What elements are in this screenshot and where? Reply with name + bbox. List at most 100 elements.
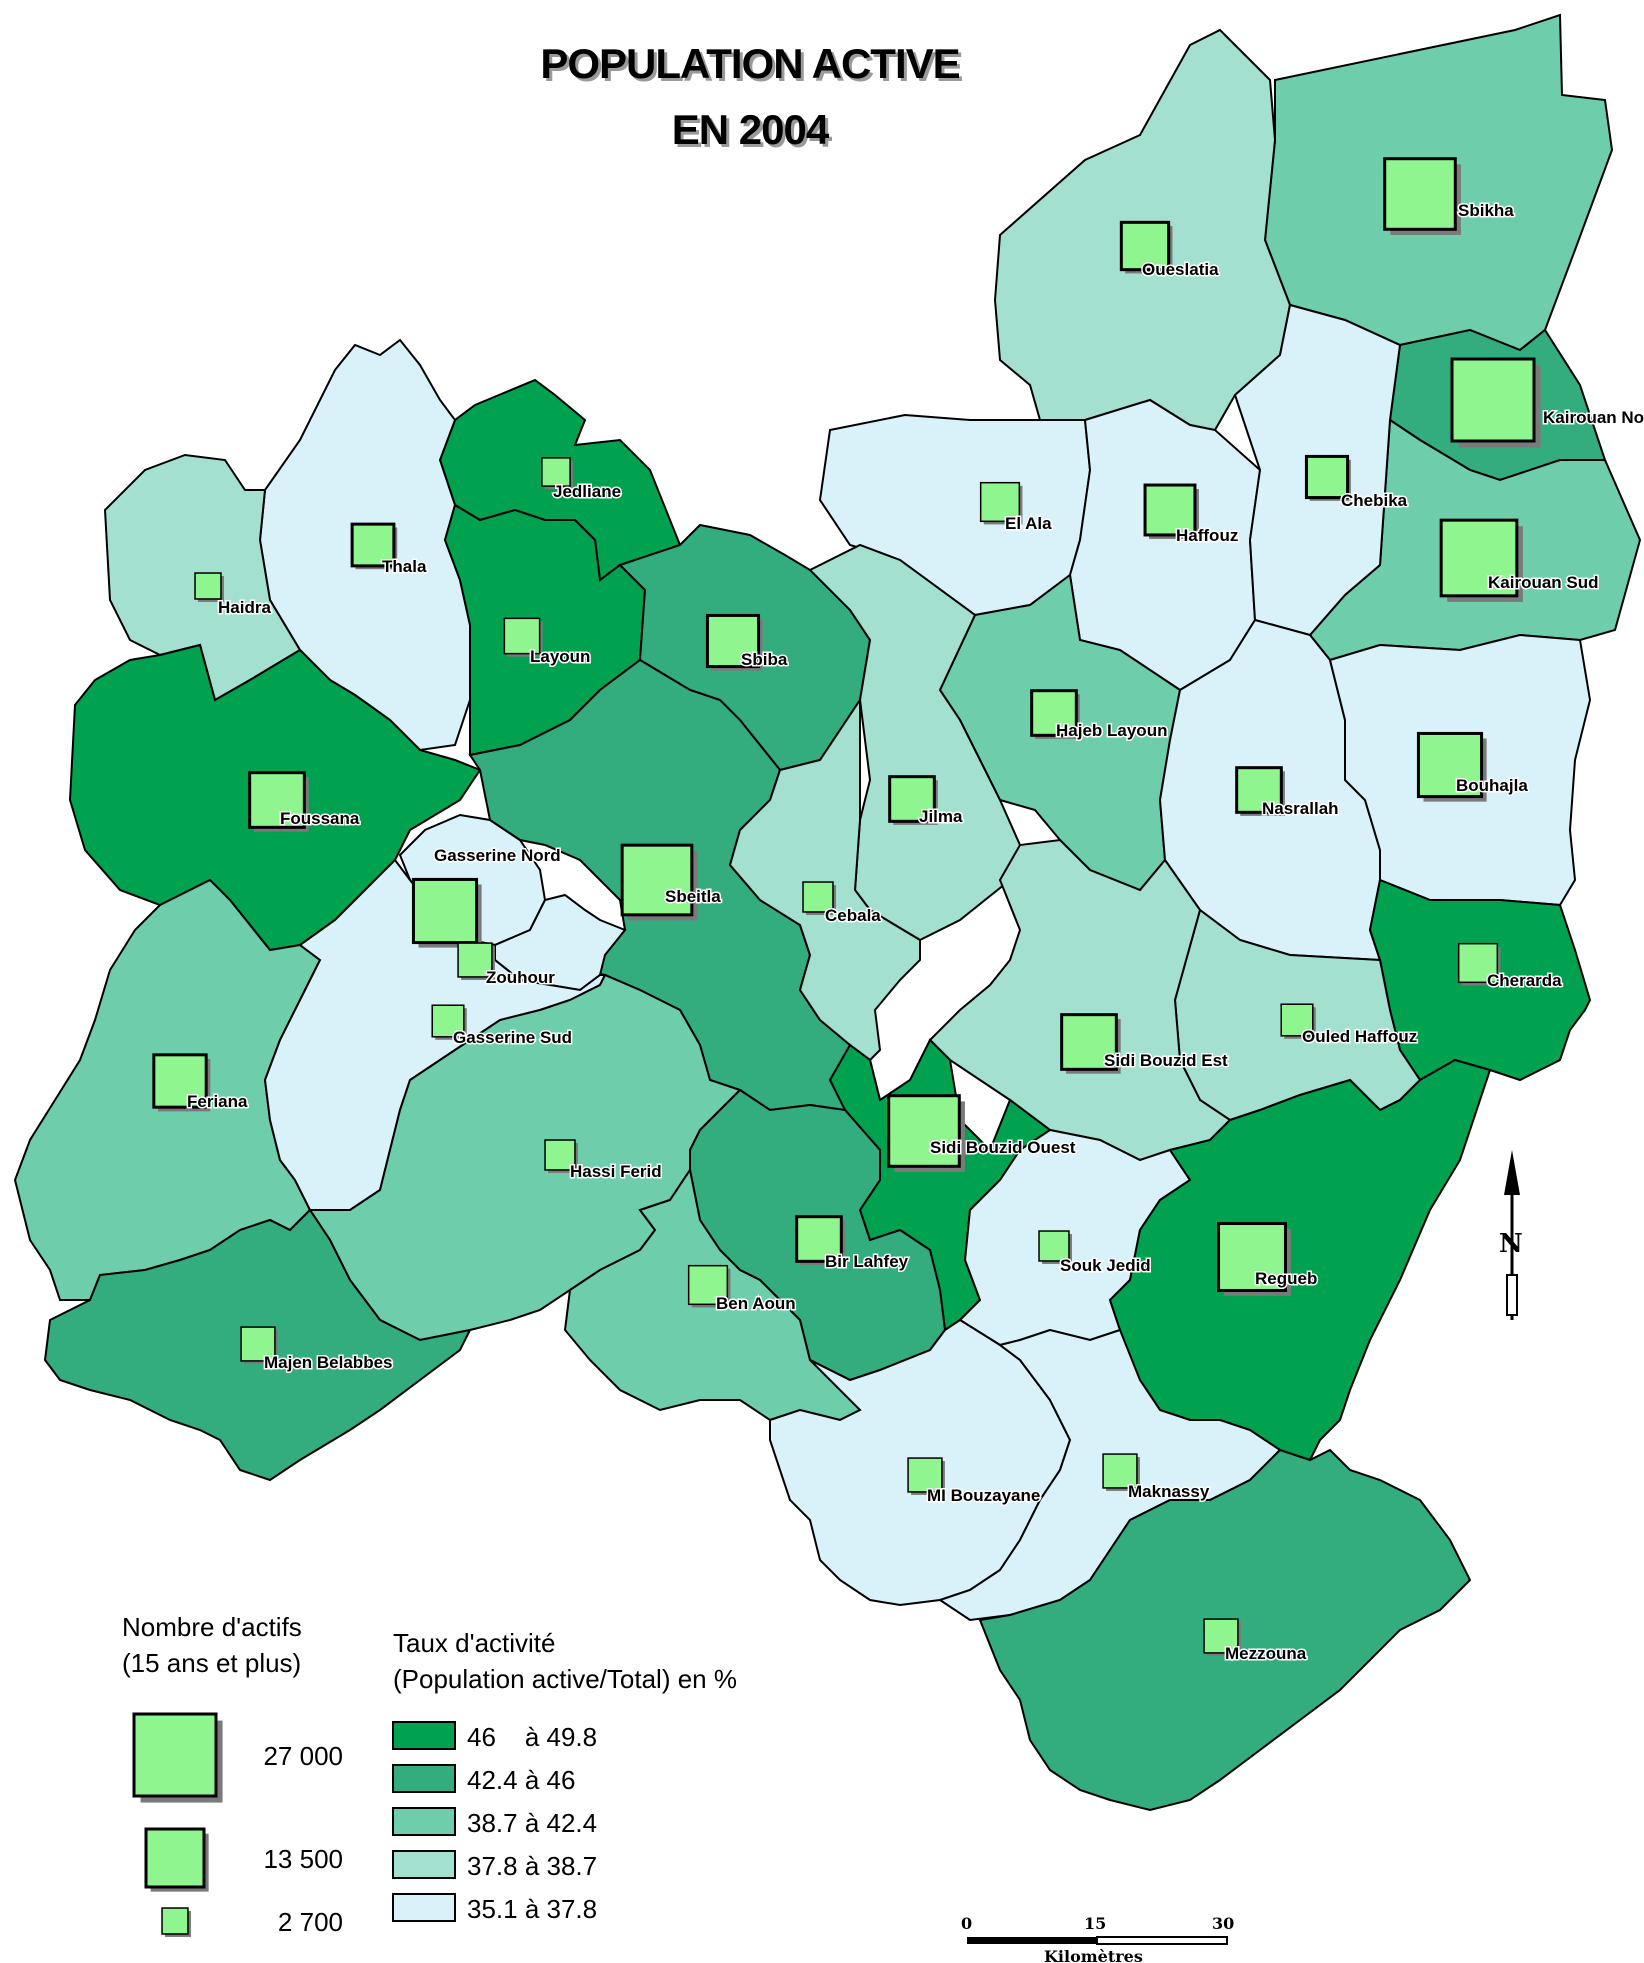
proportional-square — [1119, 220, 1171, 272]
delegation-label: Majen Belabbes — [264, 1353, 393, 1372]
proportional-square — [1060, 1013, 1118, 1071]
legend-color: Taux d'activité (Population active/Total… — [392, 1628, 737, 1924]
proportional-square — [795, 1215, 843, 1263]
proportional-square — [1102, 1453, 1138, 1489]
legend-color-swatch — [392, 1807, 456, 1836]
legend-square — [144, 1827, 206, 1889]
proportional-square — [544, 1139, 576, 1171]
delegation-label: Cherarda — [1487, 971, 1562, 990]
proportional-square — [979, 481, 1021, 523]
delegation-label: Regueb — [1255, 1269, 1317, 1288]
legend-color-title-line1: Taux d'activité — [393, 1628, 556, 1658]
symbol-jilma: Jilma — [888, 775, 965, 828]
proportional-square — [248, 771, 306, 829]
proportional-square — [1203, 1618, 1239, 1654]
delegation-label: Mezzouna — [1225, 1644, 1307, 1663]
proportional-square — [457, 942, 493, 978]
proportional-square — [1038, 1230, 1070, 1262]
legend-size-label: 27 000 — [263, 1741, 343, 1771]
scale-tick-15: 15 — [1084, 1914, 1106, 1933]
delegation-label: Hajeb Layoun — [1056, 721, 1167, 740]
region-cebala — [728, 696, 921, 1062]
delegation-label: Chebika — [1341, 491, 1408, 510]
symbol-sbikha: Sbikha — [1383, 157, 1516, 235]
legend-color-item: 37.8 à 38.7 — [392, 1850, 597, 1881]
proportional-square — [1280, 1003, 1314, 1037]
symbol-layoun: Layoun — [503, 617, 592, 668]
delegation-label: Jedliane — [553, 482, 621, 501]
symbol-sbiba: Sbiba — [705, 613, 789, 671]
legend-size: Nombre d'actifs (15 ans et plus) 27 000 1… — [122, 1612, 343, 1937]
delegation-label: Hassi Ferid — [570, 1162, 662, 1181]
legend-size-item: 27 000 — [132, 1712, 343, 1803]
region-jilma — [808, 543, 1022, 942]
delegation-label: Sbikha — [1458, 201, 1514, 220]
scale-tick-30: 30 — [1212, 1914, 1234, 1933]
symbol-thala: Thala — [350, 522, 428, 578]
delegation-label: Kairouan Nord — [1543, 408, 1644, 427]
symbol-hajeb-layoun: Hajeb Layoun — [1030, 689, 1169, 742]
symbol-mi-bouzayane: MI Bouzayane — [907, 1457, 1042, 1507]
legend-size-title-line1: Nombre d'actifs — [122, 1612, 302, 1642]
delegation-label: Haidra — [218, 598, 271, 617]
delegation-label: Gasserine Nord — [434, 846, 561, 865]
symbol-ben-aoun: Ben Aoun — [687, 1264, 797, 1315]
delegation-label: Cebala — [825, 906, 881, 925]
proportional-square — [541, 457, 571, 487]
symbol-nasrallah: Nasrallah — [1235, 766, 1340, 820]
delegation-label: Sidi Bouzid Est — [1104, 1051, 1228, 1070]
legend-size-item: 2 700 — [161, 1907, 343, 1937]
delegation-label: Gasserine Sud — [453, 1028, 572, 1047]
delegation-label: Feriana — [187, 1092, 248, 1111]
symbol-gasserine-nord: Gasserine Nord — [411, 845, 562, 948]
proportional-square — [1457, 942, 1499, 984]
symbol-maknassy: Maknassy — [1102, 1453, 1211, 1503]
proportional-square — [240, 1326, 276, 1362]
symbol-chebika: Chebika — [1304, 454, 1409, 512]
delegation-label: Sidi Bouzid Ouest — [930, 1138, 1076, 1157]
proportional-square — [1143, 483, 1197, 537]
proportional-square — [1304, 454, 1350, 500]
delegation-label: Ben Aoun — [716, 1294, 796, 1313]
proportional-square — [1235, 766, 1283, 814]
map-title-line2: EN 2004 — [671, 106, 829, 153]
legend-color-swatch — [392, 1721, 456, 1750]
delegation-label: Nasrallah — [1262, 799, 1339, 818]
delegation-label: Bir Lahfey — [825, 1252, 909, 1271]
legend-size-title-line2: (15 ans et plus) — [122, 1648, 301, 1678]
proportional-square — [431, 1004, 465, 1038]
symbol-el-ala: El Ala — [979, 481, 1054, 535]
symbol-bir-lahfey: Bir Lahfey — [795, 1215, 910, 1273]
symbol-regueb: Regueb — [1217, 1222, 1319, 1296]
proportional-square — [888, 775, 936, 823]
delegation-label: El Ala — [1005, 514, 1052, 533]
symbol-cebala: Cebala — [802, 881, 883, 927]
proportional-square — [620, 843, 694, 917]
delegation-label: Souk Jedid — [1060, 1256, 1151, 1275]
proportional-square — [503, 617, 541, 655]
north-label: N — [1499, 1229, 1523, 1259]
scale-bar: 0 15 30 Kilomètres — [961, 1914, 1234, 1963]
symbol-sidi-bouzid-est: Sidi Bouzid Est — [1060, 1013, 1230, 1074]
delegation-label: MI Bouzayane — [927, 1486, 1040, 1505]
legend-color-label: 46 à 49.8 — [467, 1722, 597, 1752]
legend-color-swatch — [392, 1764, 456, 1793]
symbol-kairouan-nord: Kairouan Nord — [1450, 357, 1644, 448]
delegation-label: Haffouz — [1176, 526, 1238, 545]
symbol-zouhour: Zouhour — [457, 942, 557, 989]
legend-color-item: 46 à 49.8 — [392, 1721, 597, 1752]
symbol-feriana: Feriana — [152, 1053, 250, 1113]
proportional-square — [687, 1264, 729, 1306]
scale-tick-0: 0 — [961, 1914, 972, 1933]
delegation-label: Sbiba — [741, 650, 788, 669]
proportional-square — [705, 613, 761, 669]
proportional-square — [411, 877, 479, 945]
proportional-square — [1439, 518, 1519, 598]
legend-size-items: 27 000 13 500 2 700 — [132, 1712, 343, 1937]
symbol-majen-belabbes: Majen Belabbes — [240, 1326, 394, 1374]
legend-size-label: 13 500 — [263, 1844, 343, 1874]
legend-color-item: 38.7 à 42.4 — [392, 1807, 597, 1838]
proportional-square — [1383, 157, 1457, 231]
